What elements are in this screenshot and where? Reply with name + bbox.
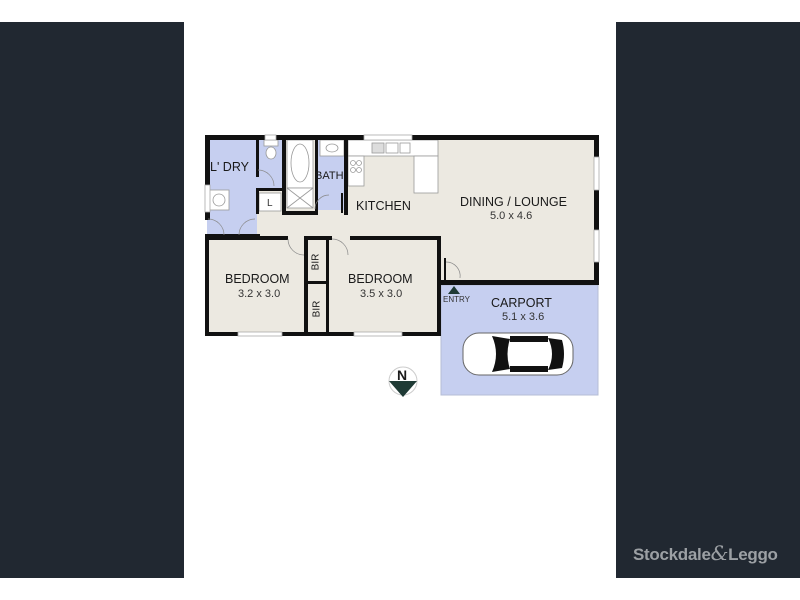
room-dimensions-dining-lounge: 5.0 x 4.6 — [490, 210, 533, 222]
entry-arrow-icon — [448, 286, 460, 294]
room-label-laundry: L' DRY — [210, 160, 249, 174]
walls — [205, 135, 599, 336]
room-label-carport: CARPORT — [491, 296, 552, 310]
brand-name-part1: Stockdale — [633, 545, 711, 564]
room-label-dining-lounge: DINING / LOUNGE — [460, 195, 567, 209]
fixtures — [208, 139, 439, 212]
floors — [207, 137, 599, 396]
brand-name-part2: Leggo — [728, 545, 778, 564]
room-label-linen: L — [267, 198, 273, 209]
room-label-bedroom-2: BEDROOM — [348, 272, 413, 286]
room-dimensions-bedroom-1: 3.2 x 3.0 — [238, 288, 281, 300]
entry-label: ENTRY — [443, 295, 470, 304]
room-label-bedroom-1: BEDROOM — [225, 272, 290, 286]
north-label: N — [397, 367, 408, 383]
doors — [207, 169, 461, 279]
room-label-bath: BATH — [315, 170, 344, 182]
brand-ampersand: & — [710, 541, 729, 565]
right-side-panel — [616, 22, 800, 578]
room-label-kitchen: KITCHEN — [356, 199, 411, 213]
car-icon — [462, 332, 574, 376]
room-dimensions-bedroom-2: 3.5 x 3.0 — [360, 288, 403, 300]
room-label-bir-1: BIR — [310, 253, 322, 271]
room-label-bir-2: BIR — [311, 300, 323, 318]
north-arrow-icon — [388, 366, 418, 397]
windows — [204, 134, 600, 337]
brand-logo: Stockdale&Leggo — [633, 541, 778, 565]
room-dimensions-carport: 5.1 x 3.6 — [502, 311, 545, 323]
left-side-panel — [0, 22, 184, 578]
